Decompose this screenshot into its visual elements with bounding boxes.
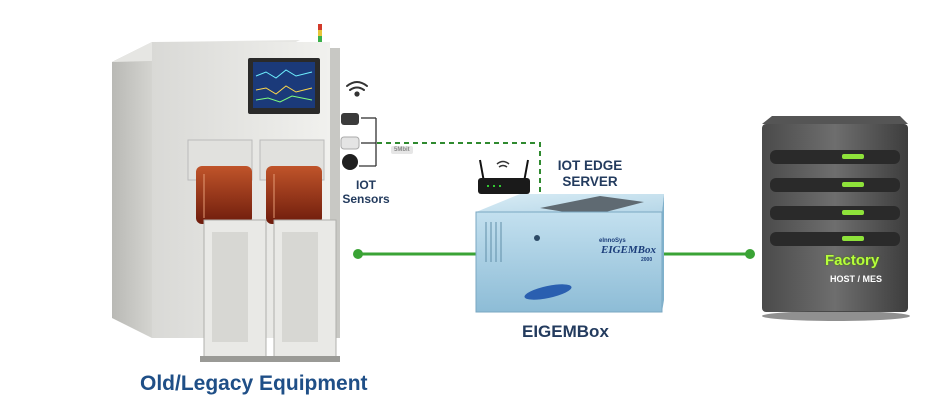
sensor-icon [340, 113, 360, 170]
wifi-icon [346, 81, 368, 97]
legacy-machine-icon [112, 24, 340, 362]
factory-label: Factory [825, 252, 880, 269]
edge-server-label-line2: SERVER [562, 174, 618, 189]
host-mes-label: HOST / MES [830, 274, 883, 284]
edge-server-label: IOT EDGE SERVER [545, 158, 635, 190]
iot-sensors-label: IOT Sensors [340, 178, 392, 206]
eigembox-label: EIGEMBox [522, 322, 609, 341]
box-brand-sub: 2000 [641, 257, 653, 263]
iot-sensors-label-line2: Sensors [342, 192, 390, 206]
edge-box-icon [475, 194, 664, 313]
router-icon [478, 159, 530, 194]
edge-server-label-line1: IOT EDGE [557, 158, 623, 173]
wireless-link [377, 142, 541, 200]
server-tower-icon [762, 116, 910, 321]
box-brand-logo: EIGEMBox [601, 244, 657, 256]
box-brand-small: eInnoSys [599, 238, 626, 244]
server-bays [770, 150, 900, 246]
connector-tag: 5Mbit [391, 146, 413, 154]
sensor-bracket [359, 117, 377, 167]
wired-link-left [353, 249, 476, 259]
wired-link-right [662, 249, 755, 259]
iot-sensors-label-line1: IOT [356, 178, 376, 192]
legacy-equipment-label: Old/Legacy Equipment [140, 372, 368, 395]
